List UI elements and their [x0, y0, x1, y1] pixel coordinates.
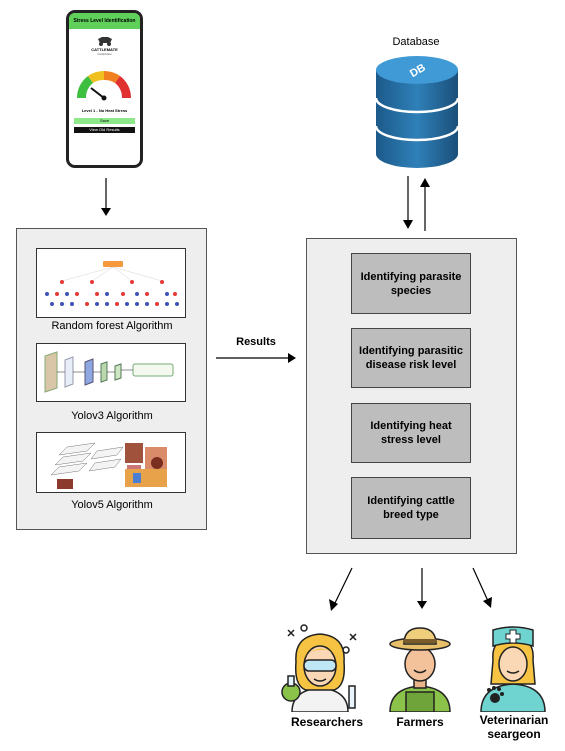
brand-name: CATTLEMATE [91, 47, 118, 52]
cow-logo-icon [97, 37, 112, 46]
task-parasite-species: Identifying parasite species [351, 253, 471, 314]
app-title-bar: Stress Level Identification [69, 13, 140, 29]
veterinarian-label: Veterinarian seargeon [479, 713, 549, 741]
random-forest-thumbnail [36, 248, 186, 318]
random-forest-label: Random forest Algorithm [51, 320, 173, 332]
researcher-icon [281, 624, 357, 712]
arrow-phone-to-algorithms [101, 178, 111, 216]
task-heat-stress-level: Identifying heat stress level [351, 403, 471, 463]
yolov5-thumbnail [36, 432, 186, 493]
app-title: Stress Level Identification [73, 18, 136, 24]
researchers-label: Researchers [290, 715, 364, 729]
arrow-results [216, 353, 296, 363]
task-cattle-breed-type: Identifying cattle breed type [351, 477, 471, 539]
phone-mockup: Stress Level Identification CATTLEMATE C… [66, 10, 143, 168]
farmers-label: Farmers [396, 715, 444, 729]
farmer-icon [389, 627, 451, 712]
view-old-results-button[interactable]: View Old Results [74, 127, 135, 133]
task-parasitic-disease-risk: Identifying parasitic disease risk level [351, 328, 471, 388]
database-label: Database [392, 36, 440, 48]
results-label: Results [236, 336, 276, 348]
database-icon: DB [374, 56, 460, 168]
yolov3-thumbnail [36, 343, 186, 402]
stress-gauge [76, 70, 132, 101]
save-button[interactable]: Save [74, 118, 135, 124]
veterinarian-icon [480, 626, 546, 712]
result-text: Level 1 - No Heat Stress [81, 108, 128, 113]
yolov3-label: Yolov3 Algorithm [71, 410, 153, 422]
arrows-db-panel [403, 176, 430, 231]
brand-logo: CATTLEMATE CattleMate [69, 33, 140, 56]
arrows-to-users [329, 567, 492, 611]
yolov5-label: Yolov5 Algorithm [71, 499, 153, 511]
phone-screen: Stress Level Identification CATTLEMATE C… [69, 13, 140, 165]
brand-subtitle: CattleMate [97, 52, 112, 56]
